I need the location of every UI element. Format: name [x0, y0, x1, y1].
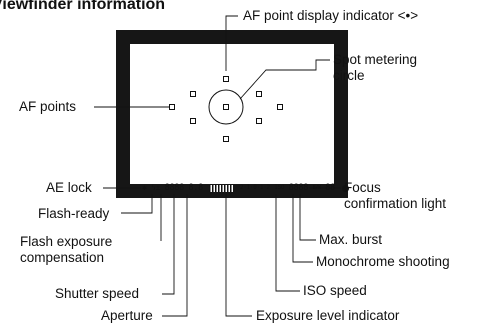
- label-spot-metering-1: Spot metering: [333, 52, 418, 67]
- af-point-upper-left: [190, 91, 196, 97]
- viewfinder-info-strip: ✱ ϟ± 8888 8.8 2·1·0·1·2 ISO 8888 B/W 88: [142, 182, 350, 194]
- label-monochrome: Monochrome shooting: [316, 254, 450, 269]
- label-flash-exposure-2: compensation: [20, 250, 105, 265]
- monochrome-symbol: B/W: [312, 185, 321, 191]
- af-point-lower-left: [190, 118, 196, 124]
- leader-lines: [94, 15, 341, 317]
- shutter-speed-digits: 8888: [164, 183, 185, 193]
- ae-lock-symbol: ✱: [142, 183, 147, 192]
- label-aperture: Aperture: [101, 308, 153, 323]
- af-point-top: [223, 76, 229, 82]
- label-exposure-level: Exposure level indicator: [256, 308, 400, 323]
- label-flash-ready: Flash-ready: [38, 206, 110, 221]
- label-shutter-speed: Shutter speed: [55, 286, 140, 301]
- focus-confirmation-dot: [342, 184, 350, 192]
- af-point-right: [277, 104, 283, 110]
- page-title: Viewfinder information: [0, 0, 166, 13]
- exposure-scale-text: 2·1·0·1·2: [239, 184, 270, 191]
- label-flash-exposure-1: Flash exposure: [20, 234, 113, 249]
- spot-metering-circle: [208, 89, 244, 125]
- af-point-bottom: [223, 136, 229, 142]
- flash-symbols: ϟ±: [151, 183, 161, 192]
- label-focus-confirmation-1: Focus: [344, 180, 381, 195]
- af-point-upper-right: [256, 91, 262, 97]
- label-ae-lock: AE lock: [46, 180, 92, 195]
- label-af-point-display: AF point display indicator <•>: [243, 8, 419, 23]
- iso-label: ISO: [274, 184, 285, 191]
- label-max-burst: Max. burst: [319, 232, 383, 247]
- aperture-digits: 8.8: [188, 183, 203, 193]
- viewfinder-frame: [116, 30, 348, 198]
- iso-digits: 8888: [288, 183, 309, 193]
- af-point-lower-right: [256, 118, 262, 124]
- label-spot-metering-2: circle: [333, 68, 365, 83]
- max-burst-digits: 88: [325, 183, 335, 193]
- af-point-left: [169, 104, 175, 110]
- af-point-center: [223, 104, 229, 110]
- label-af-points: AF points: [19, 99, 77, 114]
- exposure-level-scale: [209, 184, 234, 192]
- label-focus-confirmation-2: confirmation light: [344, 196, 447, 211]
- label-iso-speed: ISO speed: [303, 283, 367, 298]
